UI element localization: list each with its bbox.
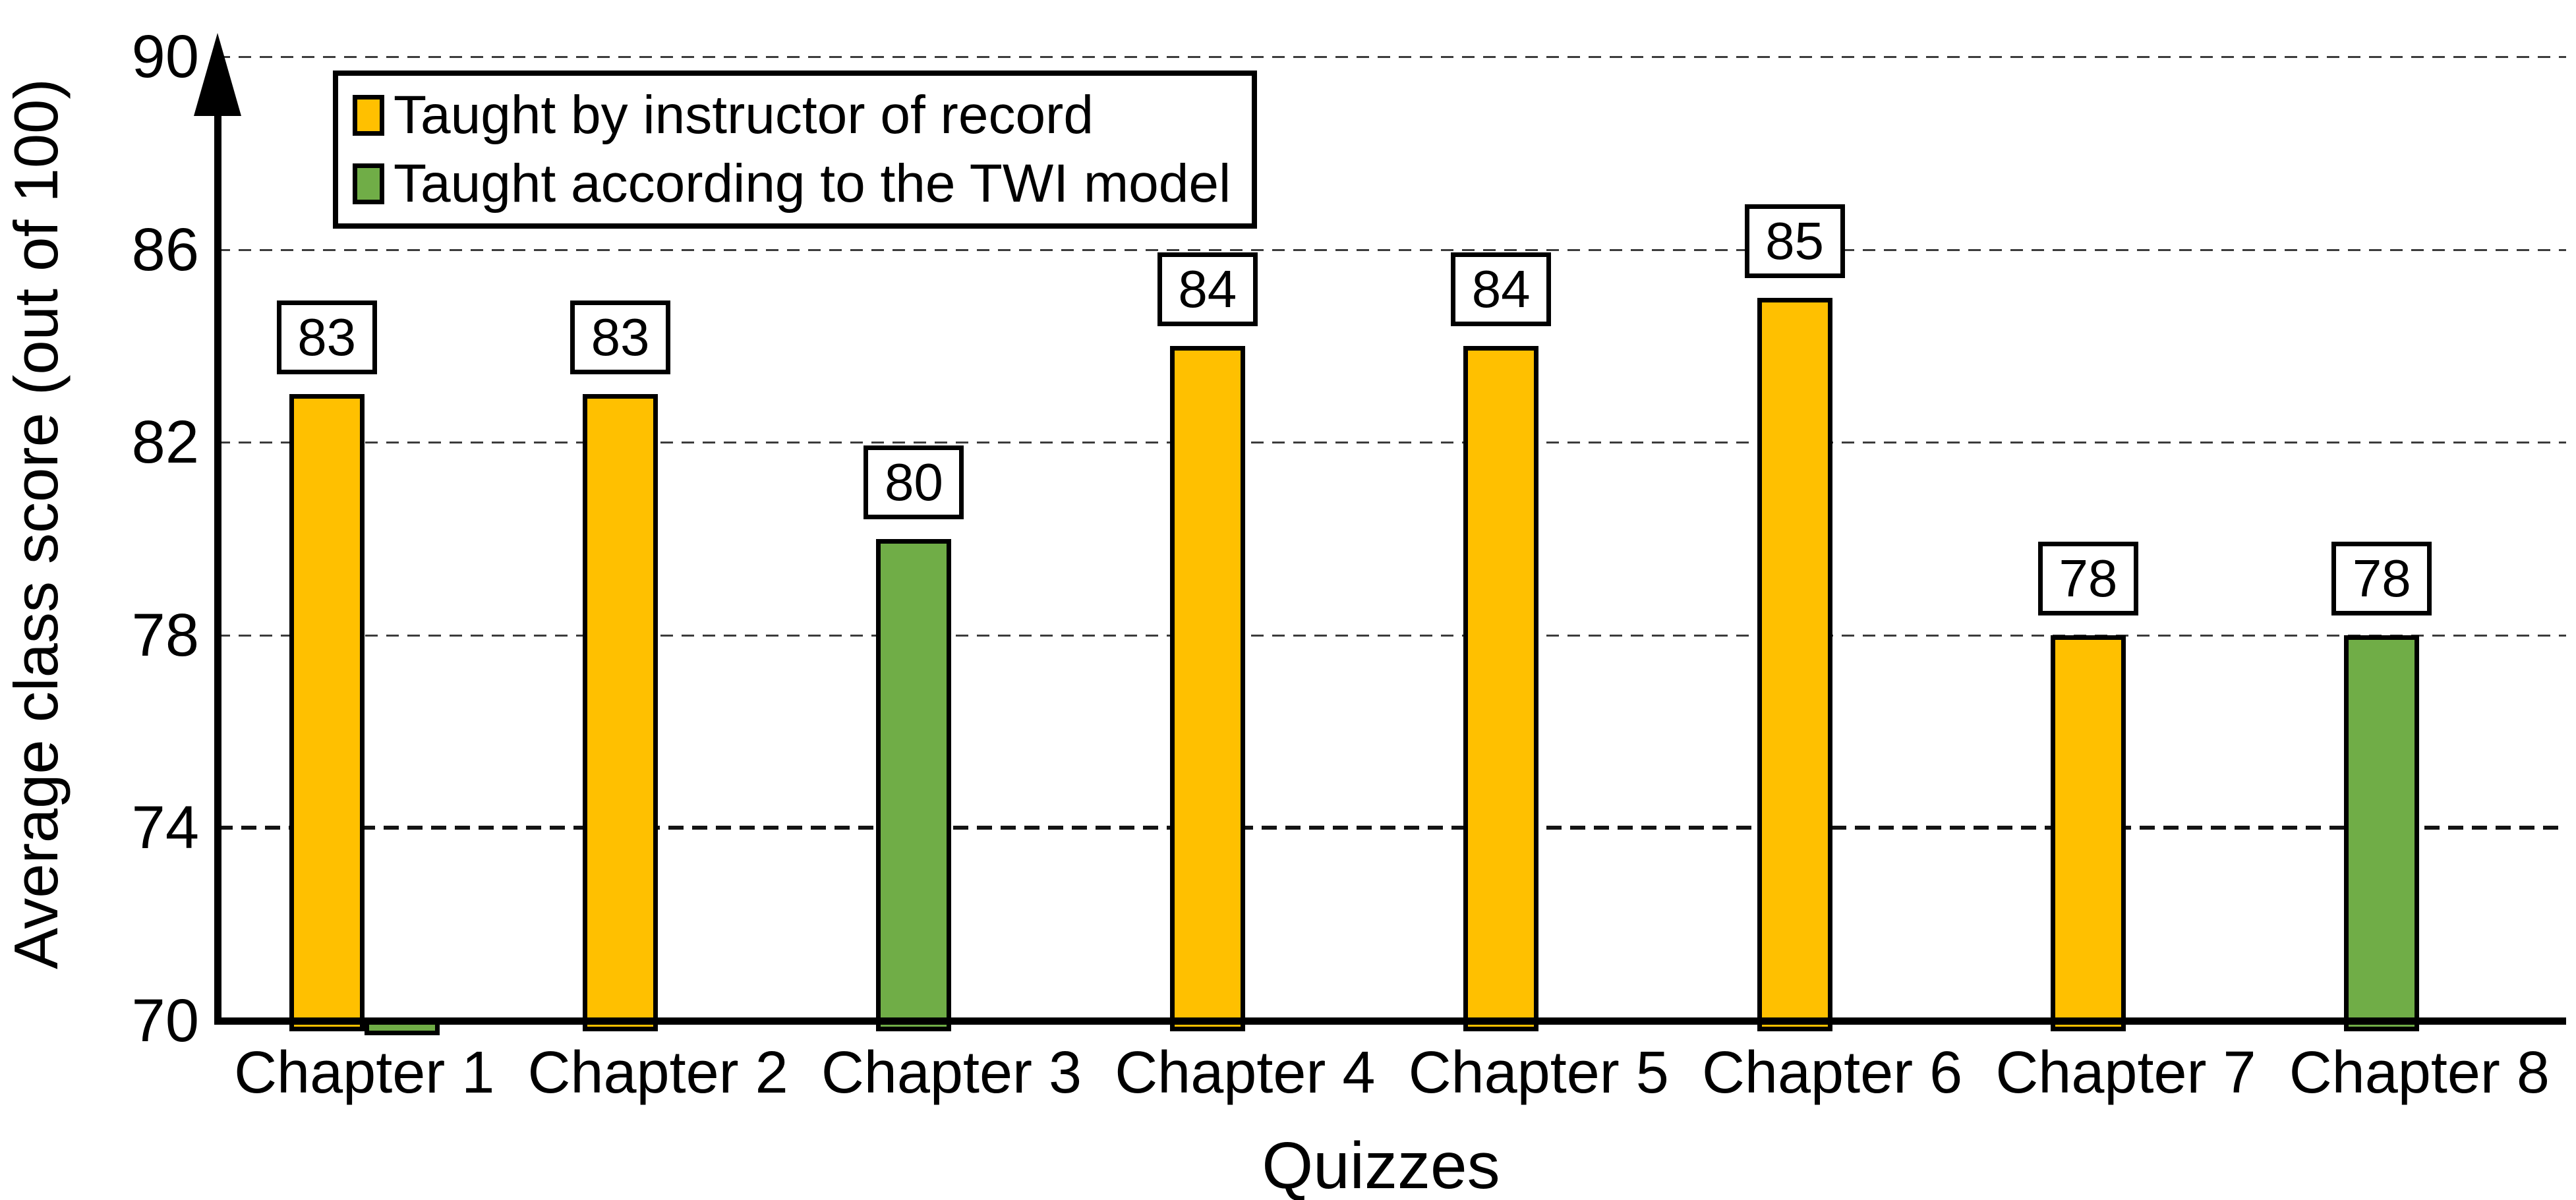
y-axis-arrow-icon: [194, 33, 241, 116]
bar-chapter-7-instructor: [2050, 635, 2126, 1031]
x-category-label-2: Chapter 2: [527, 1040, 788, 1106]
x-category-label-1: Chapter 1: [234, 1040, 495, 1106]
bar-chapter-8-twi: [2344, 635, 2420, 1031]
legend: Taught by instructor of record Taught ac…: [333, 71, 1257, 229]
legend-swatch-instructor-icon: [353, 95, 384, 136]
y-tick-label-90: 90: [131, 23, 199, 90]
x-axis-title: Quizzes: [1262, 1129, 1500, 1200]
gridline-74: [218, 826, 2566, 830]
gridline-78: [218, 634, 2566, 637]
x-category-label-3: Chapter 3: [821, 1040, 1082, 1106]
y-tick-label-82: 82: [131, 409, 199, 476]
bar-value-label: 85: [1744, 204, 1845, 278]
y-tick-label-74: 74: [131, 794, 199, 862]
y-axis-line: [214, 78, 221, 1025]
y-tick-label-78: 78: [131, 601, 199, 669]
bar-chapter-3-twi: [876, 538, 952, 1031]
bar-value-label: 78: [2037, 541, 2138, 615]
x-category-label-8: Chapter 8: [2289, 1040, 2550, 1106]
bar-chapter-2-instructor: [583, 394, 659, 1031]
bar-value-label: 78: [2331, 541, 2432, 615]
bar-value-label: 80: [864, 445, 964, 519]
x-axis-line: [214, 1017, 2566, 1025]
x-category-label-4: Chapter 4: [1115, 1040, 1376, 1106]
legend-label-twi: Taught according to the TWI model: [394, 154, 1231, 214]
bar-chapter-4-instructor: [1169, 345, 1245, 1031]
y-tick-label-86: 86: [131, 215, 199, 283]
y-axis-title: Average class score (out of 100): [1, 78, 71, 969]
bar-chapter-6-instructor: [1757, 297, 1832, 1031]
bar-value-label: 83: [276, 300, 377, 375]
legend-label-instructor: Taught by instructor of record: [394, 85, 1094, 145]
x-category-label-5: Chapter 5: [1408, 1040, 1669, 1106]
gridline-82: [218, 442, 2566, 444]
y-tick-label-70: 70: [131, 987, 199, 1054]
bar-chapter-5-instructor: [1463, 345, 1539, 1031]
bar-value-label: 84: [1157, 252, 1258, 326]
bar-value-label: 83: [570, 300, 671, 375]
legend-swatch-twi-icon: [353, 163, 384, 204]
gridline-90: [218, 56, 2566, 58]
bar-value-label: 84: [1451, 252, 1552, 326]
x-category-label-7: Chapter 7: [1995, 1040, 2256, 1106]
gridline-86: [218, 248, 2566, 251]
legend-item-twi: Taught according to the TWI model: [353, 151, 1252, 217]
legend-item-instructor: Taught by instructor of record: [353, 82, 1252, 148]
bar-chapter-1-instructor: [289, 394, 365, 1031]
x-category-label-6: Chapter 6: [1701, 1040, 1963, 1106]
